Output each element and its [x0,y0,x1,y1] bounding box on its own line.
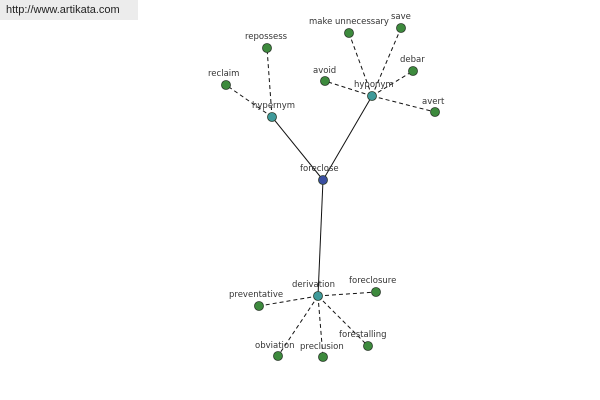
word-node-reclaim[interactable]: reclaim [208,69,239,90]
word-node-debar-dot[interactable] [408,66,418,76]
edge-derivation-preclusion [317,295,324,358]
word-node-make-unnecessary-label[interactable]: make unnecessary [309,17,389,27]
relation-node-derivation-label[interactable]: derivation [292,280,335,290]
relation-node-hypernym[interactable]: hypernym [252,101,295,122]
edge-derivation-obviation [277,295,319,357]
word-node-save[interactable]: save [391,12,411,33]
word-node-forestalling-dot[interactable] [363,341,373,351]
word-node-save-dot[interactable] [396,23,406,33]
edge-foreclose-derivation [317,179,324,297]
word-node-avoid[interactable]: avoid [313,66,336,86]
word-node-foreclosure-dot[interactable] [371,287,381,297]
word-node-repossess[interactable]: repossess [245,32,288,53]
word-node-preclusion-label[interactable]: preclusion [300,342,344,352]
word-node-preventative-dot[interactable] [254,301,264,311]
edge-derivation-foreclosure [317,291,377,297]
word-node-obviation[interactable]: obviation [255,341,294,361]
nodes: hypernym reclaim repossess hyponym make unne… [208,12,445,362]
word-node-save-label[interactable]: save [391,12,411,22]
word-node-avert-dot[interactable] [430,107,440,117]
word-node-forestalling-label[interactable]: forestalling [339,330,387,340]
root-node-foreclose-dot[interactable] [318,175,328,185]
root-node-foreclose[interactable]: foreclose [300,164,339,185]
word-node-debar[interactable]: debar [400,55,425,76]
edge-derivation-preventative [258,295,319,307]
relation-node-hypernym-label[interactable]: hypernym [252,101,295,111]
relation-node-hypernym-dot[interactable] [267,112,277,122]
relation-node-hyponym-dot[interactable] [367,91,377,101]
relation-node-derivation[interactable]: derivation [292,280,335,301]
word-node-make-unnecessary-dot[interactable] [344,28,354,38]
word-node-avoid-dot[interactable] [320,76,330,86]
edge-hypernym-repossess [266,47,273,118]
relation-node-hyponym[interactable]: hyponym [354,80,394,101]
relation-node-hyponym-label[interactable]: hyponym [354,80,394,90]
edge-foreclose-hypernym [271,116,324,181]
word-node-preclusion-dot[interactable] [318,352,328,362]
word-node-avert-label[interactable]: avert [422,97,445,107]
word-node-debar-label[interactable]: debar [400,55,425,65]
edge-hyponym-avoid [324,80,373,97]
edge-derivation-forestalling [317,295,369,347]
edge-hyponym-avert [371,95,436,113]
word-node-reclaim-dot[interactable] [221,80,231,90]
root-node-foreclose-label[interactable]: foreclose [300,164,339,174]
word-node-preventative[interactable]: preventative [229,290,283,311]
edge-hyponym-debar [371,70,414,97]
word-node-make-unnecessary[interactable]: make unnecessary [309,17,389,38]
edge-hypernym-reclaim [225,84,273,118]
edges [225,27,436,358]
word-node-obviation-label[interactable]: obviation [255,341,294,351]
word-node-avoid-label[interactable]: avoid [313,66,336,76]
edge-hyponym-save [371,27,402,97]
word-node-forestalling[interactable]: forestalling [339,330,387,351]
relation-node-derivation-dot[interactable] [313,291,323,301]
word-node-foreclosure[interactable]: foreclosure [349,276,396,297]
word-node-obviation-dot[interactable] [273,351,283,361]
watermark-url[interactable]: http://www.artikata.com [0,0,138,20]
edge-foreclose-hyponym [322,95,373,181]
word-node-avert[interactable]: avert [422,97,445,117]
word-node-repossess-label[interactable]: repossess [245,32,288,42]
word-node-preventative-label[interactable]: preventative [229,290,283,300]
word-node-repossess-dot[interactable] [262,43,272,53]
word-node-reclaim-label[interactable]: reclaim [208,69,239,79]
word-node-preclusion[interactable]: preclusion [300,342,344,362]
word-node-foreclosure-label[interactable]: foreclosure [349,276,396,286]
